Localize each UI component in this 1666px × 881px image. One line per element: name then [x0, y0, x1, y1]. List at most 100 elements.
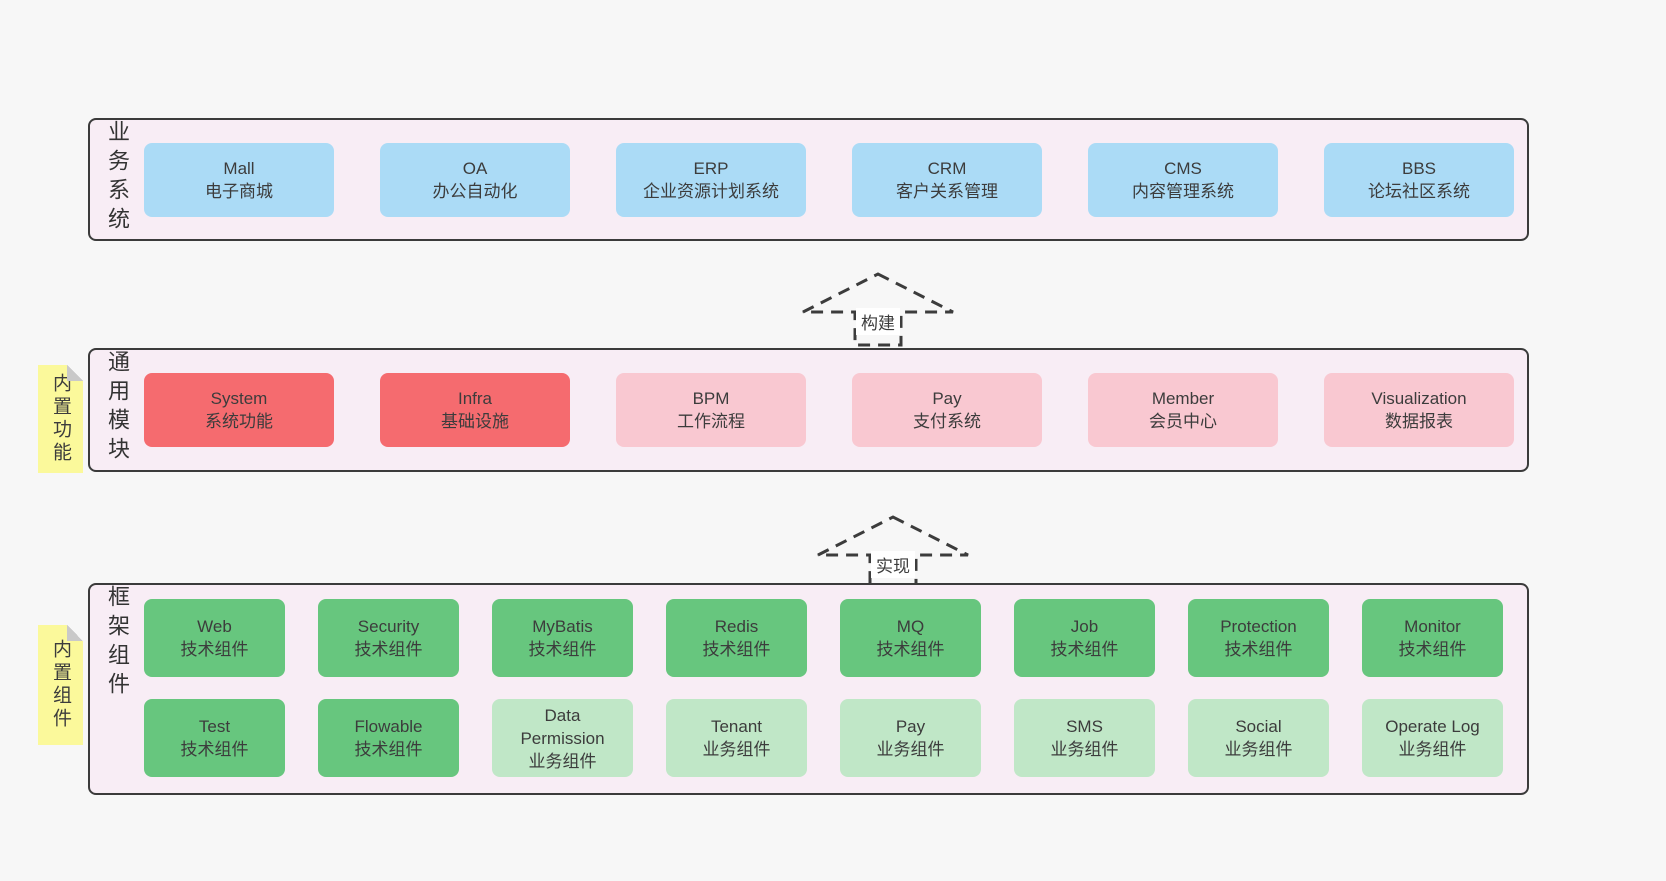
box-monitor: Monitor 技术组件 — [1362, 599, 1503, 677]
sticky-built-in-components: 内置组件 — [38, 625, 83, 745]
box-social: Social 业务组件 — [1188, 699, 1329, 777]
box-title: Redis — [714, 617, 759, 636]
band-framework-components: 框架组件 Web 技术组件 Security 技术组件 MyBatis 技术组件… — [88, 583, 1529, 795]
box-title: Job — [1070, 617, 1099, 636]
box-crm: CRM 客户关系管理 — [852, 142, 1042, 217]
box-bbs: BBS 论坛社区系统 — [1324, 142, 1514, 217]
box-title: Mall — [223, 158, 255, 178]
build-arrow-label: 构建 — [856, 308, 900, 335]
folded-corner-icon — [67, 625, 83, 641]
box-subtitle: 电子商城 — [205, 181, 273, 201]
box-bpm: BPM 工作流程 — [616, 373, 806, 447]
box-subtitle: 论坛社区系统 — [1368, 181, 1470, 201]
box-subtitle: 技术组件 — [354, 740, 423, 759]
box-title: Test — [198, 717, 231, 736]
band-common-modules: 通用模块 System 系统功能 Infra 基础设施 BPM 工作流程 Pay… — [88, 348, 1529, 472]
box-title: Tenant — [710, 717, 763, 736]
box-subtitle: 技术组件 — [1050, 640, 1119, 659]
dashed-up-arrow-icon — [802, 272, 954, 347]
box-subtitle: 工作流程 — [677, 412, 745, 431]
box-oa: OA 办公自动化 — [380, 142, 570, 217]
box-visualization: Visualization 数据报表 — [1324, 373, 1514, 447]
box-subtitle: 办公自动化 — [432, 181, 518, 201]
box-redis: Redis 技术组件 — [666, 599, 807, 677]
box-flowable: Flowable 技术组件 — [318, 699, 459, 777]
framework-components-rows: Web 技术组件 Security 技术组件 MyBatis 技术组件 Redi… — [144, 599, 1503, 777]
box-sms: SMS 业务组件 — [1014, 699, 1155, 777]
box-member: Member 会员中心 — [1088, 373, 1278, 447]
box-pay-module: Pay 支付系统 — [852, 373, 1042, 447]
box-title: OA — [462, 158, 488, 178]
band-label-framework-components: 框架组件 — [105, 585, 130, 701]
box-job: Job 技术组件 — [1014, 599, 1155, 677]
box-subtitle: 技术组件 — [180, 640, 249, 659]
box-subtitle: 业务组件 — [1224, 740, 1293, 759]
box-title: BBS — [1401, 158, 1437, 178]
box-test: Test 技术组件 — [144, 699, 285, 777]
box-subtitle: 内容管理系统 — [1132, 181, 1234, 201]
framework-row-2: Test 技术组件 Flowable 技术组件 Data Permission … — [144, 699, 1503, 777]
band-label-business-systems: 业务系统 — [105, 120, 130, 236]
build-arrow: 构建 — [793, 270, 963, 348]
business-systems-boxes: Mall 电子商城 OA 办公自动化 ERP 企业资源计划系统 CRM 客户关系… — [144, 120, 1514, 239]
box-subtitle: 技术组件 — [354, 640, 423, 659]
box-subtitle: 技术组件 — [702, 640, 771, 659]
box-title: Flowable — [354, 717, 423, 736]
box-protection: Protection 技术组件 — [1188, 599, 1329, 677]
box-subtitle: 技术组件 — [180, 740, 249, 759]
box-subtitle: 基础设施 — [441, 412, 509, 431]
box-erp: ERP 企业资源计划系统 — [616, 142, 806, 217]
box-subtitle: 企业资源计划系统 — [643, 181, 779, 201]
box-pay-component: Pay 业务组件 — [840, 699, 981, 777]
box-title: MyBatis — [532, 617, 593, 636]
box-title: BPM — [692, 389, 730, 408]
box-subtitle: 业务组件 — [1398, 740, 1467, 759]
box-title: SMS — [1066, 717, 1103, 736]
box-title: Monitor — [1404, 617, 1461, 636]
box-title: Data Permission — [520, 705, 605, 748]
box-title: System — [210, 389, 268, 408]
box-title: Social — [1235, 717, 1282, 736]
box-mybatis: MyBatis 技术组件 — [492, 599, 633, 677]
box-cms: CMS 内容管理系统 — [1088, 142, 1278, 217]
implement-arrow-label: 实现 — [871, 551, 915, 578]
implement-arrow: 实现 — [808, 513, 978, 591]
box-title: MQ — [896, 617, 925, 636]
box-mq: MQ 技术组件 — [840, 599, 981, 677]
box-system: System 系统功能 — [144, 373, 334, 447]
box-subtitle: 业务组件 — [876, 740, 945, 759]
box-subtitle: 系统功能 — [205, 412, 273, 431]
box-title: Visualization — [1371, 389, 1467, 408]
box-subtitle: 会员中心 — [1149, 412, 1217, 431]
box-subtitle: 技术组件 — [528, 640, 597, 659]
box-title: ERP — [693, 158, 729, 178]
box-operate-log: Operate Log 业务组件 — [1362, 699, 1503, 777]
sticky-text: 内置功能 — [50, 373, 71, 465]
box-web: Web 技术组件 — [144, 599, 285, 677]
folded-corner-icon — [67, 365, 83, 381]
box-title: Web — [197, 617, 232, 636]
box-infra: Infra 基础设施 — [380, 373, 570, 447]
band-business-systems: 业务系统 Mall 电子商城 OA 办公自动化 ERP 企业资源计划系统 CRM… — [88, 118, 1529, 241]
box-subtitle: 客户关系管理 — [896, 181, 998, 201]
dashed-up-arrow-icon — [817, 515, 969, 590]
box-subtitle: 技术组件 — [1224, 640, 1293, 659]
box-title: Operate Log — [1385, 717, 1480, 736]
box-subtitle: 业务组件 — [528, 751, 597, 771]
box-title: Member — [1151, 389, 1215, 408]
box-subtitle: 支付系统 — [913, 412, 981, 431]
box-subtitle: 技术组件 — [876, 640, 945, 659]
box-security: Security 技术组件 — [318, 599, 459, 677]
box-tenant: Tenant 业务组件 — [666, 699, 807, 777]
sticky-built-in-functions: 内置功能 — [38, 365, 83, 473]
box-subtitle: 业务组件 — [702, 740, 771, 759]
box-title: Pay — [932, 389, 962, 408]
common-modules-boxes: System 系统功能 Infra 基础设施 BPM 工作流程 Pay 支付系统… — [144, 350, 1514, 470]
sticky-text: 内置组件 — [50, 639, 71, 731]
framework-row-1: Web 技术组件 Security 技术组件 MyBatis 技术组件 Redi… — [144, 599, 1503, 677]
box-mall: Mall 电子商城 — [144, 142, 334, 217]
band-label-common-modules: 通用模块 — [105, 350, 130, 466]
box-title: Protection — [1220, 617, 1297, 636]
box-title: Security — [357, 617, 420, 636]
box-data-permission: Data Permission 业务组件 — [492, 699, 633, 777]
